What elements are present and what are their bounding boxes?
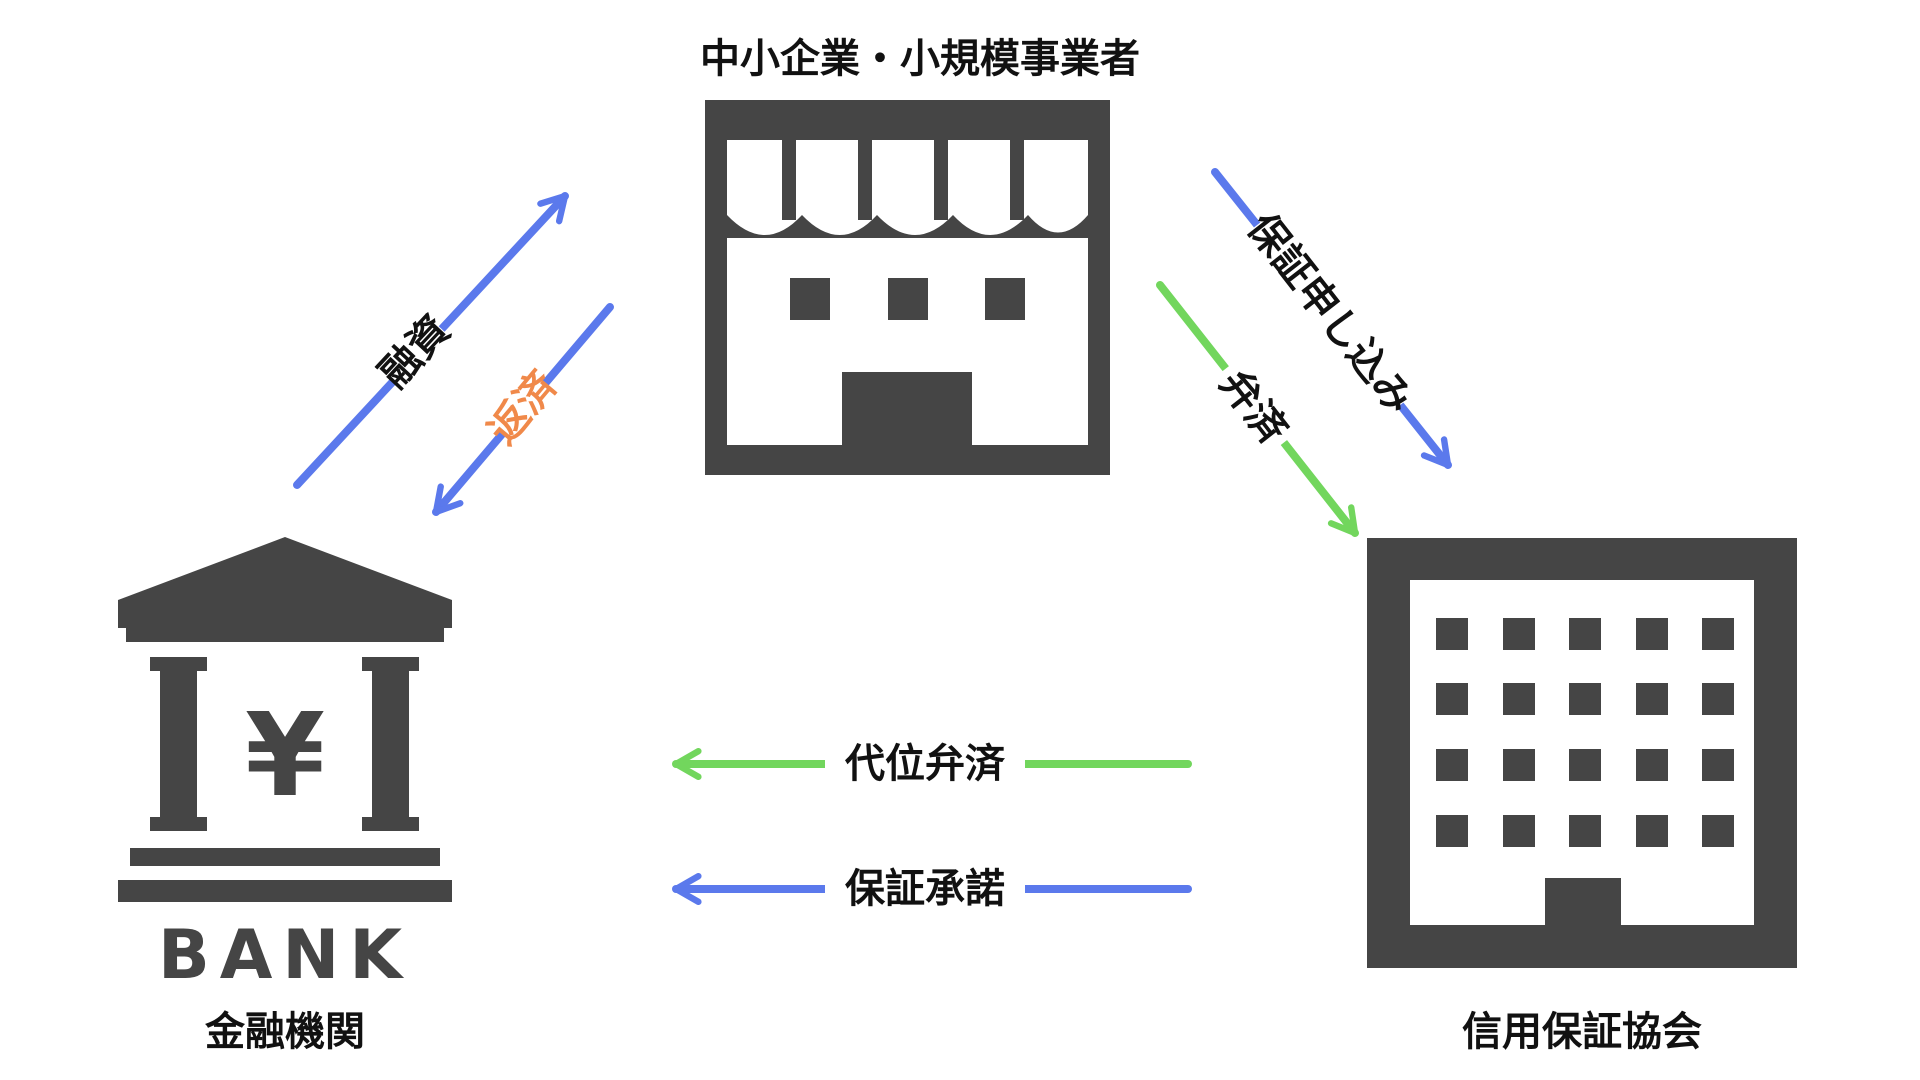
building-window xyxy=(1569,618,1601,650)
building-window xyxy=(1436,749,1468,781)
building-window xyxy=(1569,683,1601,715)
building-window xyxy=(1436,815,1468,847)
building-window xyxy=(1503,618,1535,650)
building-window xyxy=(1569,749,1601,781)
guarantee-approval-label: 保証承諾 xyxy=(845,866,1005,912)
bank-label: 金融機関 xyxy=(204,1009,365,1055)
office-building-icon xyxy=(1367,538,1797,968)
bank-icon: ¥ xyxy=(118,537,452,902)
building-window xyxy=(1503,683,1535,715)
subrogation-arrow: 代位弁済 xyxy=(672,740,1192,790)
building-window xyxy=(1503,749,1535,781)
building-window xyxy=(1436,683,1468,715)
guarantee-label: 信用保証協会 xyxy=(1462,1009,1702,1055)
building-window xyxy=(1636,618,1668,650)
yen-icon: ¥ xyxy=(245,689,325,823)
repay-arrow: 返済 xyxy=(432,303,614,516)
guarantee-approval-arrow: 保証承諾 xyxy=(672,865,1192,915)
subrogation-label: 代位弁済 xyxy=(844,741,1006,787)
storefront-icon xyxy=(705,100,1110,475)
building-window xyxy=(1702,618,1734,650)
building-window xyxy=(1702,683,1734,715)
building-window xyxy=(1636,815,1668,847)
building-window xyxy=(1436,618,1468,650)
sme-label: 中小企業・小規模事業者 xyxy=(700,36,1140,82)
building-window xyxy=(1636,749,1668,781)
bank-sign-text: BANK xyxy=(158,916,412,995)
building-window xyxy=(1702,815,1734,847)
building-window xyxy=(1702,749,1734,781)
loan-arrow: 融資 xyxy=(293,192,569,489)
building-window xyxy=(1503,815,1535,847)
building-window xyxy=(1569,815,1601,847)
building-window xyxy=(1636,683,1668,715)
